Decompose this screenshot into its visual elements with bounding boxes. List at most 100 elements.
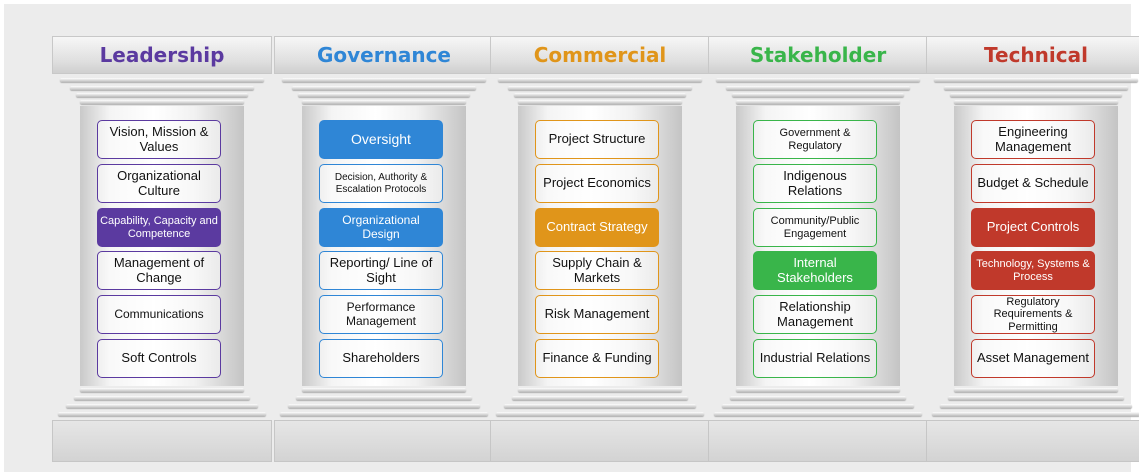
pillar-title: Technical	[984, 43, 1088, 67]
pillar-item-label: Capability, Capacity and Competence	[100, 214, 218, 240]
pillar-item-label: Organizational Culture	[117, 167, 201, 198]
pillar-item-label: Indigenous Relations	[783, 167, 847, 198]
pillar-ring	[954, 388, 1118, 392]
pillar-item-label: Contract Strategy	[546, 219, 648, 235]
pillar-ring	[736, 100, 900, 104]
pillar-item: Communications	[97, 295, 221, 334]
pillar-ring	[954, 100, 1118, 104]
pillar-ring	[58, 412, 266, 416]
pillar-title: Leadership	[99, 43, 225, 67]
pillar-ring	[292, 86, 476, 90]
pillar-ring	[932, 412, 1139, 416]
pillar-ring	[76, 93, 248, 97]
pillar-ring	[518, 100, 682, 104]
pillar-ring	[74, 396, 250, 400]
pillar-base	[274, 420, 494, 462]
pillar-item: Budget & Schedule	[971, 164, 1095, 203]
pillar-item-label: Soft Controls	[121, 350, 197, 366]
pillar-capital: Governance	[274, 36, 494, 74]
pillar-item-label: Oversight	[351, 131, 411, 148]
pillar-item-label: Project Economics	[543, 175, 651, 191]
pillar-item: Oversight	[319, 120, 443, 159]
pillar-base	[490, 420, 710, 462]
pillar-item: Vision, Mission & Values	[97, 120, 221, 159]
pillar-item: Management of Change	[97, 251, 221, 290]
pillar-item: Regulatory Requirements & Permitting	[971, 295, 1095, 334]
pillar-ring	[736, 388, 900, 392]
pillar-base	[52, 420, 272, 462]
pillar-item: Contract Strategy	[535, 208, 659, 247]
pillar-ring	[722, 404, 914, 408]
pillar-ring	[716, 78, 920, 82]
pillar-item: Engineering Management	[971, 120, 1095, 159]
pillar-title: Governance	[316, 43, 451, 67]
pillar-item-label: Internal Stakeholders	[777, 254, 853, 285]
pillar-ring	[302, 100, 466, 104]
pillar-item-label: Relationship Management	[777, 298, 853, 329]
pillar-ring	[948, 396, 1124, 400]
pillar-item: Relationship Management	[753, 295, 877, 334]
pillar-ring	[80, 388, 244, 392]
pillar-ring	[508, 86, 692, 90]
pillar-item: Decision, Authority & Escalation Protoco…	[319, 164, 443, 203]
pillar-capital: Leadership	[52, 36, 272, 74]
pillar-item: Risk Management	[535, 295, 659, 334]
pillar-capital: Commercial	[490, 36, 710, 74]
pillar-ring	[496, 412, 704, 416]
pillar-ring	[512, 396, 688, 400]
pillar-ring	[60, 78, 264, 82]
pillar-item-label: Government & Regulatory	[779, 126, 851, 152]
pillar-capital: Technical	[926, 36, 1139, 74]
pillar-item-label: Industrial Relations	[759, 350, 871, 366]
pillar-ring	[730, 396, 906, 400]
pillar-base	[708, 420, 928, 462]
pillar-item: Technology, Systems & Process	[971, 251, 1095, 290]
pillar-item: Performance Management	[319, 295, 443, 334]
pillar-ring	[950, 93, 1122, 97]
pillar-item-label: Risk Management	[544, 306, 650, 322]
pillar-ring	[726, 86, 910, 90]
pillar-ring	[714, 412, 922, 416]
pillar-item-label: Asset Management	[976, 350, 1089, 366]
pillar-item-label: Communications	[114, 306, 204, 321]
pillar-item-label: Reporting/ Line of Sight	[329, 254, 433, 285]
pillar-item-label: Organizational Design	[342, 212, 420, 241]
pillar-ring	[934, 78, 1138, 82]
pillar-ring	[504, 404, 696, 408]
pillar-item-label: Technology, Systems & Process	[976, 257, 1090, 283]
pillar-item: Reporting/ Line of Sight	[319, 251, 443, 290]
pillar-ring	[732, 93, 904, 97]
pillar-ring	[514, 93, 686, 97]
pillar-item-label: Decision, Authority & Escalation Protoco…	[334, 172, 428, 195]
pillar-item-label: Community/Public Engagement	[770, 214, 860, 240]
pillar-item-label: Project Controls	[986, 219, 1080, 235]
pillar-ring	[280, 412, 488, 416]
pillar-ring	[302, 388, 466, 392]
pillar-ring	[940, 404, 1132, 408]
pillar-ring	[288, 404, 480, 408]
pillar-item: Project Structure	[535, 120, 659, 159]
pillar-item-label: Management of Change	[113, 254, 205, 285]
pillar-item: Community/Public Engagement	[753, 208, 877, 247]
pillar-item-label: Finance & Funding	[542, 350, 652, 366]
pillar-item: Soft Controls	[97, 339, 221, 378]
pillar-item: Organizational Design	[319, 208, 443, 247]
pillar-item: Project Economics	[535, 164, 659, 203]
pillar-item-label: Budget & Schedule	[977, 175, 1089, 191]
pillar-ring	[518, 388, 682, 392]
pillar-item: Project Controls	[971, 208, 1095, 247]
pillar-capital: Stakeholder	[708, 36, 928, 74]
pillar-item: Organizational Culture	[97, 164, 221, 203]
pillar-item-label: Regulatory Requirements & Permitting	[993, 295, 1073, 333]
pillar-item: Shareholders	[319, 339, 443, 378]
pillar-ring	[70, 86, 254, 90]
pillar-item-label: Performance Management	[345, 299, 417, 328]
pillar-title: Commercial	[533, 43, 667, 67]
pillar-item: Supply Chain & Markets	[535, 251, 659, 290]
